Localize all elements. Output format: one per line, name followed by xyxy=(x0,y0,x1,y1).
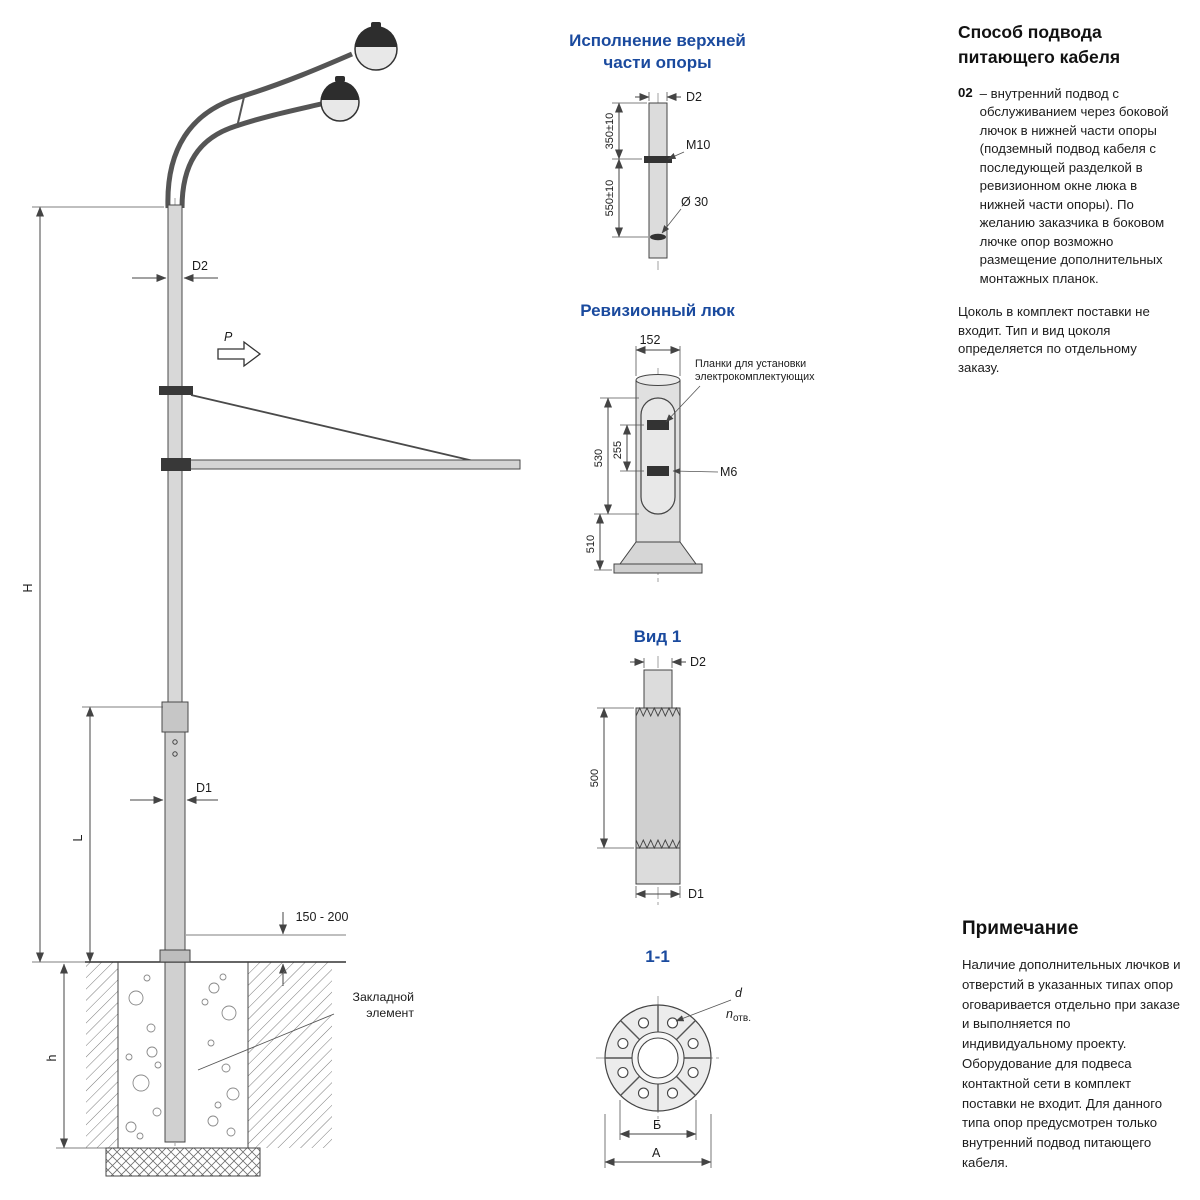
label-D2-main: D2 xyxy=(192,259,208,273)
lamp-globe-icon xyxy=(320,76,360,122)
cable-item-02: 02 – внутренний подвод с обслуживанием ч… xyxy=(958,85,1193,288)
label-152: 152 xyxy=(640,333,661,347)
cable-info-column: Способ подвода питающего кабеля 02 – вну… xyxy=(958,20,1193,377)
detail-top-title: Исполнение верхней части опоры xyxy=(569,31,746,73)
pole-collar xyxy=(159,386,193,395)
mounting-plate xyxy=(647,466,669,476)
label-M10: M10 xyxy=(686,138,710,152)
cross-arm-clamp xyxy=(161,458,191,471)
label-510: 510 xyxy=(585,535,597,553)
cable-info-title: Способ подвода питающего кабеля xyxy=(958,22,1121,67)
flange-gussets xyxy=(605,1005,711,1111)
label-150-200: 150 - 200 xyxy=(296,910,349,924)
detail-top-of-pole: D2 M10 Ø 30 350±10 550±10 xyxy=(604,90,710,270)
mounting-plate xyxy=(647,420,669,430)
foundation xyxy=(85,949,346,1177)
label-A: А xyxy=(652,1146,661,1160)
label-dia30: Ø 30 xyxy=(681,195,708,209)
label-500: 500 xyxy=(589,769,601,787)
embedded-element-leader xyxy=(197,1013,335,1071)
label-550: 550±10 xyxy=(604,180,616,217)
gravel-layer xyxy=(105,1147,261,1177)
base-note-text: Цоколь в комплект поставки не входит. Ти… xyxy=(958,304,1150,375)
detail-hatch-title: Ревизионный люк xyxy=(580,301,735,320)
base-flange xyxy=(159,949,191,963)
label-h: h xyxy=(45,1054,59,1061)
embedded-element-label: Закладной элемент xyxy=(352,990,414,1020)
label-d: d xyxy=(735,986,743,1000)
label-D1-main: D1 xyxy=(196,781,212,795)
label-detail-D2: D2 xyxy=(686,90,702,104)
detail-view1: D2 500 D1 xyxy=(589,655,706,906)
concrete-texture xyxy=(125,973,240,1140)
label-350: 350±10 xyxy=(604,113,616,150)
lamp-globe-icon xyxy=(354,22,398,71)
label-n-holes: nотв. xyxy=(726,1007,751,1024)
label-P: P xyxy=(224,330,233,344)
mounting-plates-callout: Планки для установки электрокомплектующи… xyxy=(695,358,815,384)
note-column: Примечание Наличие дополнительных лючков… xyxy=(962,918,1190,1173)
bolt-holes xyxy=(617,1017,699,1099)
label-view1-D2: D2 xyxy=(690,655,706,669)
label-530: 530 xyxy=(593,449,605,467)
pole-upper-section xyxy=(167,204,183,711)
label-255: 255 xyxy=(612,441,624,459)
note-title: Примечание xyxy=(962,918,1079,939)
hatch-opening xyxy=(640,397,676,515)
label-H: H xyxy=(21,583,35,592)
label-B: Б xyxy=(653,1118,661,1132)
detail-section-title: 1-1 xyxy=(645,947,670,966)
detail-view1-title: Вид 1 xyxy=(633,627,682,646)
lamp-bracket xyxy=(165,51,353,209)
detail-section-1-1: d nотв. Б А xyxy=(596,986,751,1168)
label-view1-D1: D1 xyxy=(688,887,704,901)
load-arrow-icon xyxy=(217,340,262,368)
label-L: L xyxy=(71,834,85,841)
detail-revision-hatch: 152 M6 530 255 510 xyxy=(585,333,737,582)
cable-item-number: 02 xyxy=(958,85,973,100)
cable-item-text: – внутренний подвод с обслуживанием чере… xyxy=(979,86,1169,286)
pole-drawing: P D2 D1 H L h 150 xyxy=(21,22,521,1177)
pole-lower-section xyxy=(164,709,186,1143)
note-text: Наличие дополнительных лючков и отверсти… xyxy=(962,957,1181,1170)
cross-arm xyxy=(183,459,521,470)
label-M6: M6 xyxy=(720,465,737,479)
cross-arm-brace xyxy=(190,394,479,463)
pole-joint-sleeve xyxy=(161,701,189,733)
